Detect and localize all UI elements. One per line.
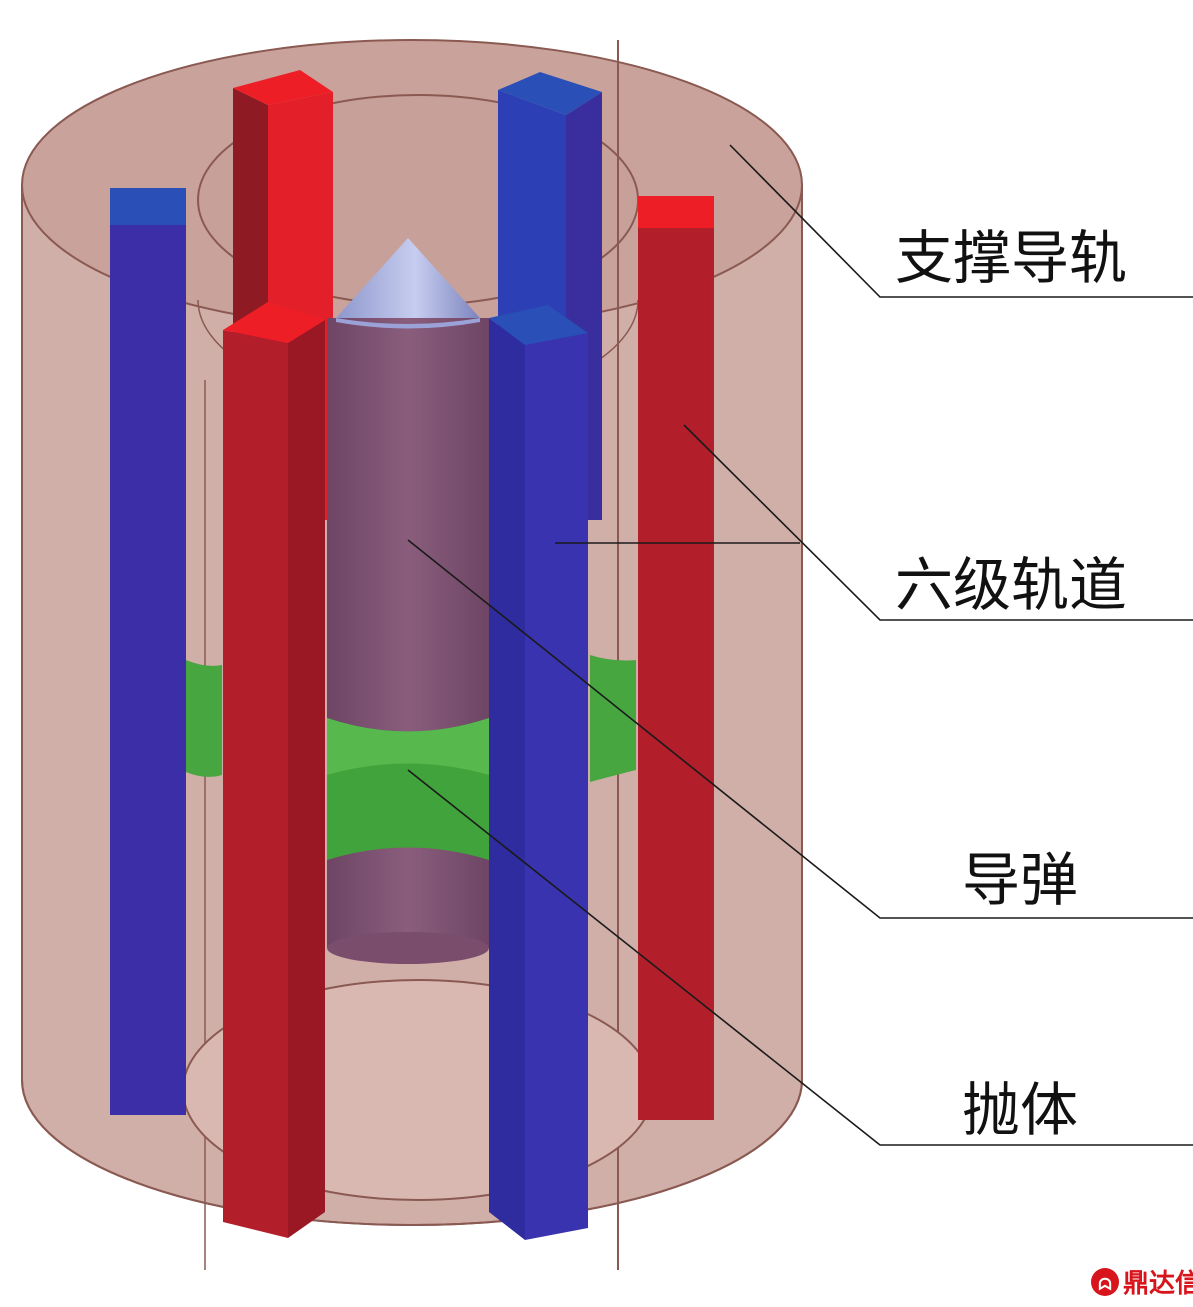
shell-bottom-rim [21,1079,803,1226]
watermark: ᗣ 鼎达信 [1091,1268,1193,1299]
missile-nose-base [336,318,480,329]
label-support-rail: 支撑导轨 [895,224,1127,292]
rail-back-red-left-cap [233,70,333,105]
label-six-stage-rail: 六级轨道 [895,551,1127,619]
watermark-logo-glyph: ᗣ [1098,1275,1111,1294]
rail-front-blue-front [525,333,588,1240]
sabot-center-band [327,718,489,775]
rail-front-blue [489,305,588,1240]
sabot-left [186,660,222,777]
rail-back-blue-right-cap [498,72,602,115]
missile [327,238,489,964]
rail-front-blue-side [489,318,525,1240]
missile-nose-cone [336,238,480,318]
rail-right-red [638,196,714,1120]
rail-left-blue-cap [110,188,186,225]
leader-support-rail [729,144,1193,298]
missile-body-bottom [327,932,489,964]
rail-front-red-front [223,330,288,1238]
rail-right-red-front [638,228,714,1120]
sabot-right [590,655,636,782]
rail-left-blue-front [110,225,186,1115]
projectile-body [186,655,636,860]
rail-front-red-side [288,320,325,1238]
rail-front-red-cap [223,302,325,343]
rail-left-blue [110,188,186,1115]
leader-missile [407,539,1193,919]
leader-projectile-body [407,769,1193,1146]
label-missile: 导弹 [962,846,1078,914]
watermark-logo-icon [1091,1268,1119,1296]
leader-six-stage-rail-red [683,424,1193,621]
rail-right-red-cap [638,196,714,228]
rail-front-red [223,302,325,1238]
rail-front-blue-cap [489,305,588,345]
leader-lines [407,144,1193,1146]
watermark-text: 鼎达信 [1123,1269,1193,1299]
label-projectile-body: 抛体 [962,1076,1078,1144]
